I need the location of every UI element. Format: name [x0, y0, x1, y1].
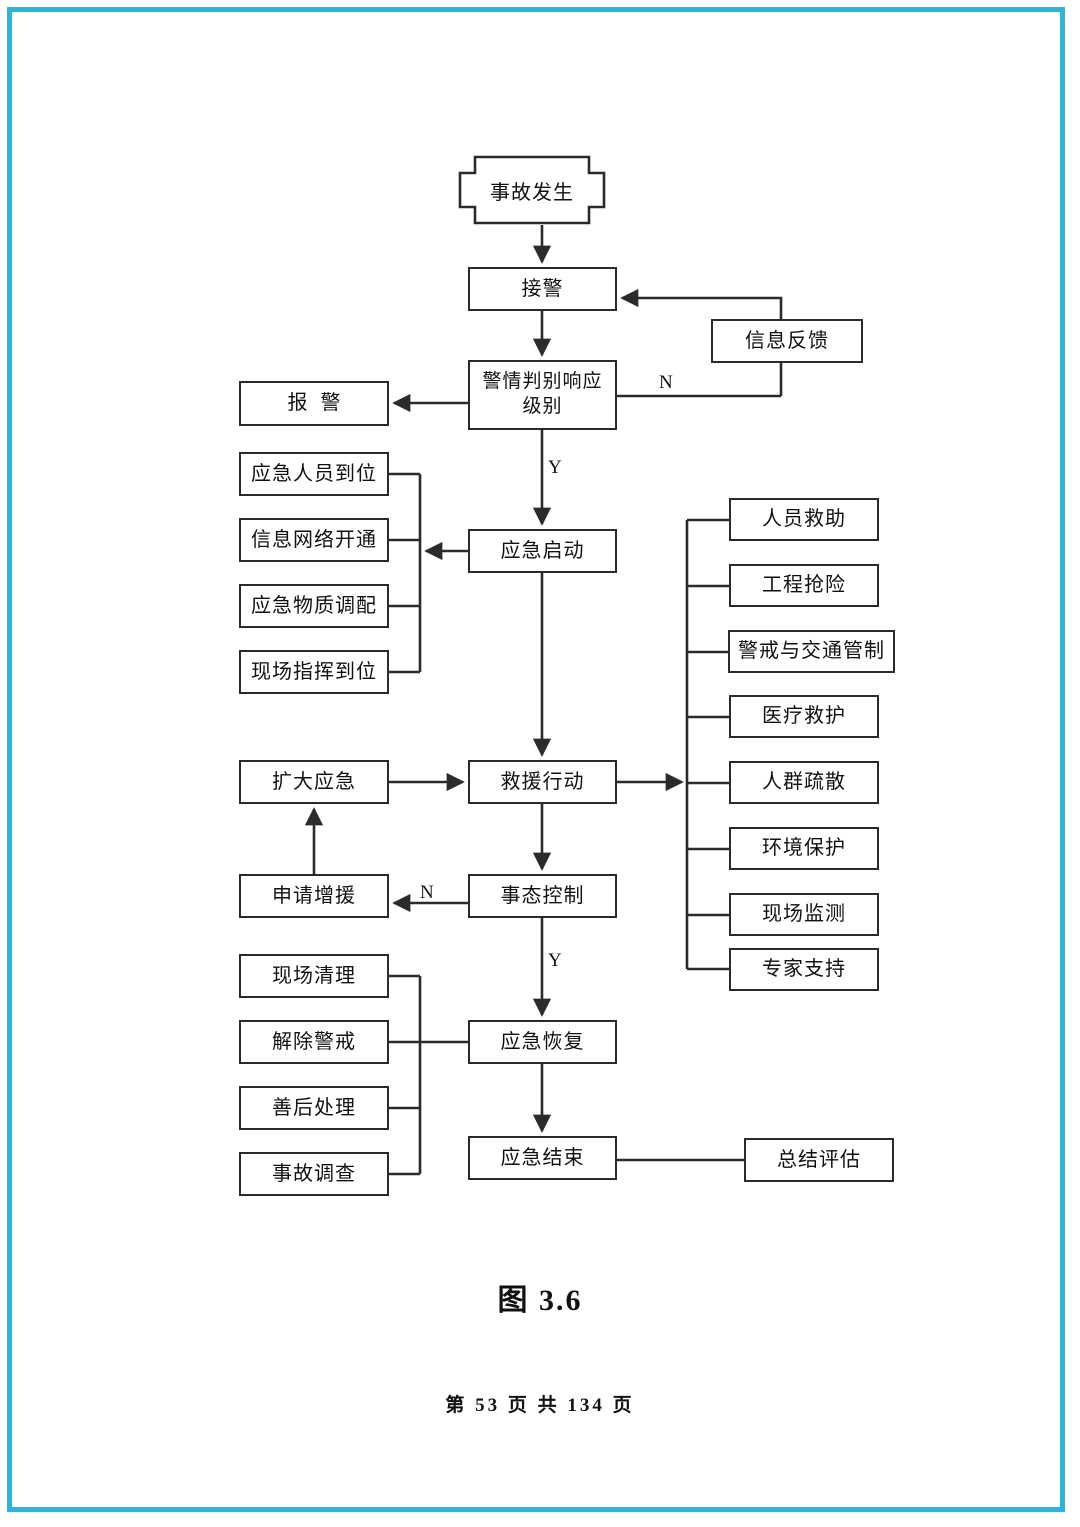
- node-aftermath-handling-label: 善后处理: [272, 1096, 356, 1119]
- edge-feedback-to-receive: [620, 288, 783, 319]
- node-accident-label: 事故发生: [490, 181, 574, 204]
- edge-label-control-no: N: [420, 882, 434, 903]
- node-summary-evaluation-label: 总结评估: [777, 1148, 861, 1171]
- node-command-inplace-label: 现场指挥到位: [251, 660, 377, 683]
- node-rescue-action[interactable]: 救援行动: [468, 760, 617, 804]
- node-network-open-label: 信息网络开通: [251, 528, 377, 551]
- node-site-cleanup[interactable]: 现场清理: [239, 954, 389, 998]
- node-lift-cordon[interactable]: 解除警戒: [239, 1020, 389, 1064]
- node-receive-alarm[interactable]: 接警: [468, 267, 617, 311]
- node-staff-inplace[interactable]: 应急人员到位: [239, 452, 389, 496]
- edge-label-judge-no: N: [659, 372, 673, 393]
- edge-label-judge-yes: Y: [548, 457, 562, 478]
- node-emergency-end[interactable]: 应急结束: [468, 1136, 617, 1180]
- node-emergency-recovery[interactable]: 应急恢复: [468, 1020, 617, 1064]
- node-traffic-control-label: 警戒与交通管制: [738, 640, 885, 662]
- node-report-alarm[interactable]: 报警: [239, 381, 389, 426]
- node-crowd-evacuation[interactable]: 人群疏散: [729, 761, 879, 804]
- node-emergency-start-label: 应急启动: [500, 539, 585, 562]
- node-person-rescue-label: 人员救助: [762, 508, 846, 530]
- node-expand-emergency-label: 扩大应急: [272, 770, 356, 793]
- accident-cross-shape: [458, 155, 606, 225]
- node-network-open[interactable]: 信息网络开通: [239, 518, 389, 562]
- node-info-feedback-label: 信息反馈: [745, 329, 829, 352]
- node-crowd-evacuation-label: 人群疏散: [762, 771, 846, 793]
- node-accident-investigation[interactable]: 事故调查: [239, 1152, 389, 1196]
- node-accident[interactable]: 事故发生: [458, 155, 606, 225]
- node-expert-support[interactable]: 专家支持: [729, 948, 879, 991]
- node-site-monitoring-label: 现场监测: [762, 903, 846, 925]
- node-command-inplace[interactable]: 现场指挥到位: [239, 650, 389, 694]
- node-situation-control[interactable]: 事态控制: [468, 874, 617, 918]
- node-report-alarm-label: 报警: [287, 392, 354, 414]
- node-person-rescue[interactable]: 人员救助: [729, 498, 879, 541]
- node-engineering-rescue-label: 工程抢险: [762, 574, 846, 596]
- node-accident-investigation-label: 事故调查: [272, 1162, 356, 1185]
- node-medical-aid[interactable]: 医疗救护: [729, 695, 879, 738]
- node-judge-level[interactable]: 警情判别响应级别: [468, 360, 617, 430]
- figure-caption: 图 3.6: [497, 1284, 583, 1317]
- node-material-alloc[interactable]: 应急物质调配: [239, 584, 389, 628]
- node-info-feedback[interactable]: 信息反馈: [711, 319, 863, 363]
- node-site-monitoring[interactable]: 现场监测: [729, 893, 879, 936]
- node-site-cleanup-label: 现场清理: [272, 964, 356, 987]
- node-expert-support-label: 专家支持: [762, 958, 846, 980]
- page-footer: 第 53 页 共 134 页: [445, 1395, 635, 1416]
- node-request-reinforcement-label: 申请增援: [272, 884, 356, 907]
- node-engineering-rescue[interactable]: 工程抢险: [729, 564, 879, 607]
- node-material-alloc-label: 应急物质调配: [251, 594, 377, 617]
- node-lift-cordon-label: 解除警戒: [272, 1030, 356, 1053]
- node-environment-protection-label: 环境保护: [762, 837, 846, 859]
- node-judge-level-label: 警情判别响应级别: [482, 371, 603, 417]
- node-expand-emergency[interactable]: 扩大应急: [239, 760, 389, 804]
- edge-label-control-yes: Y: [548, 950, 562, 971]
- node-request-reinforcement[interactable]: 申请增援: [239, 874, 389, 918]
- node-environment-protection[interactable]: 环境保护: [729, 827, 879, 870]
- node-emergency-recovery-label: 应急恢复: [500, 1030, 585, 1053]
- node-emergency-start[interactable]: 应急启动: [468, 529, 617, 573]
- node-traffic-control[interactable]: 警戒与交通管制: [728, 630, 895, 673]
- node-aftermath-handling[interactable]: 善后处理: [239, 1086, 389, 1130]
- node-emergency-end-label: 应急结束: [500, 1146, 585, 1169]
- node-situation-control-label: 事态控制: [500, 884, 585, 907]
- node-rescue-action-label: 救援行动: [500, 770, 585, 793]
- node-medical-aid-label: 医疗救护: [762, 705, 846, 727]
- node-staff-inplace-label: 应急人员到位: [251, 462, 377, 485]
- node-summary-evaluation[interactable]: 总结评估: [744, 1138, 894, 1182]
- node-receive-alarm-label: 接警: [521, 277, 564, 300]
